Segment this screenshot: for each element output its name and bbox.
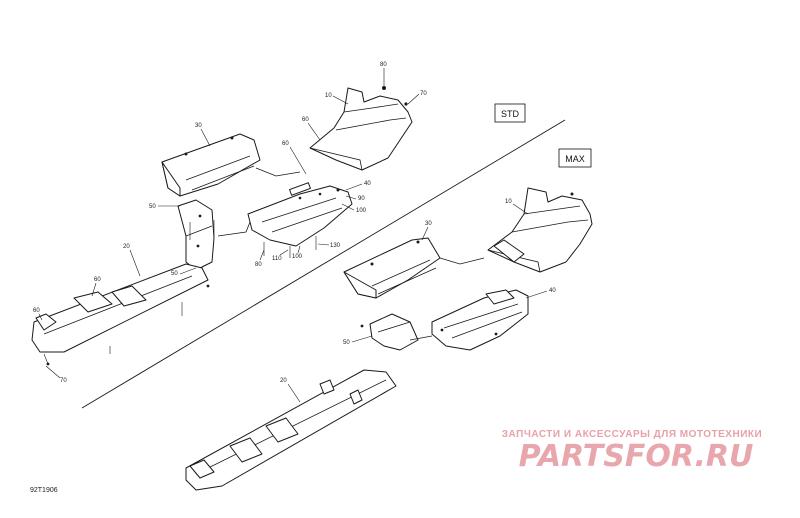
svg-text:MAX: MAX bbox=[565, 154, 585, 164]
svg-text:60: 60 bbox=[302, 117, 309, 123]
svg-text:20: 20 bbox=[123, 244, 130, 250]
max-center-plate bbox=[431, 289, 529, 351]
svg-text:30: 30 bbox=[425, 221, 432, 227]
svg-text:50: 50 bbox=[149, 204, 156, 210]
max-upper-cover bbox=[343, 237, 485, 299]
figure-code: 92T1906 bbox=[30, 487, 58, 494]
std-front-skid-plate bbox=[309, 86, 413, 171]
std-callouts: 10 80 70 30 60 60 40 90 100 50 20 50 60 … bbox=[33, 62, 427, 384]
svg-text:80: 80 bbox=[255, 262, 262, 268]
max-front-skid-plate bbox=[487, 187, 593, 273]
svg-text:60: 60 bbox=[33, 308, 40, 314]
std-rear-skid-plate bbox=[31, 263, 210, 366]
section-divider-line bbox=[81, 119, 566, 409]
svg-text:10: 10 bbox=[505, 199, 512, 205]
svg-text:40: 40 bbox=[549, 288, 556, 294]
svg-text:10: 10 bbox=[325, 93, 332, 99]
svg-text:40: 40 bbox=[364, 181, 371, 187]
watermark: ЗАПЧАСТИ И АКСЕССУАРЫ ДЛЯ МОТОТЕХНИКИ PA… bbox=[502, 429, 762, 474]
std-upper-cover bbox=[161, 133, 261, 197]
svg-text:90: 90 bbox=[358, 196, 365, 202]
svg-text:20: 20 bbox=[280, 378, 287, 384]
svg-text:80: 80 bbox=[380, 62, 387, 68]
std-connector-line bbox=[217, 167, 301, 237]
svg-text:70: 70 bbox=[60, 378, 67, 384]
svg-text:PARTSFOR.RU: PARTSFOR.RU bbox=[519, 439, 754, 474]
svg-text:30: 30 bbox=[195, 123, 202, 129]
svg-text:100: 100 bbox=[292, 254, 303, 260]
std-label-box: STD bbox=[494, 103, 526, 123]
max-bracket bbox=[360, 313, 433, 351]
svg-text:ЗАПЧАСТИ И АКСЕССУАРЫ ДЛЯ МОТО: ЗАПЧАСТИ И АКСЕССУАРЫ ДЛЯ МОТОТЕХНИКИ bbox=[502, 429, 762, 440]
svg-text:130: 130 bbox=[330, 243, 341, 249]
std-fasteners bbox=[43, 220, 317, 365]
std-center-plate bbox=[247, 182, 353, 247]
svg-text:50: 50 bbox=[171, 271, 178, 277]
svg-text:60: 60 bbox=[94, 277, 101, 283]
svg-text:70: 70 bbox=[420, 91, 427, 97]
std-bracket bbox=[177, 199, 215, 271]
svg-text:110: 110 bbox=[272, 256, 282, 262]
svg-text:100: 100 bbox=[356, 208, 367, 214]
svg-text:50: 50 bbox=[343, 340, 350, 346]
svg-text:STD: STD bbox=[501, 109, 520, 119]
max-rear-skid-plate bbox=[185, 369, 397, 491]
max-label-box: MAX bbox=[558, 148, 592, 168]
svg-text:60: 60 bbox=[282, 141, 289, 147]
max-callouts: 10 30 40 50 20 bbox=[280, 199, 556, 403]
